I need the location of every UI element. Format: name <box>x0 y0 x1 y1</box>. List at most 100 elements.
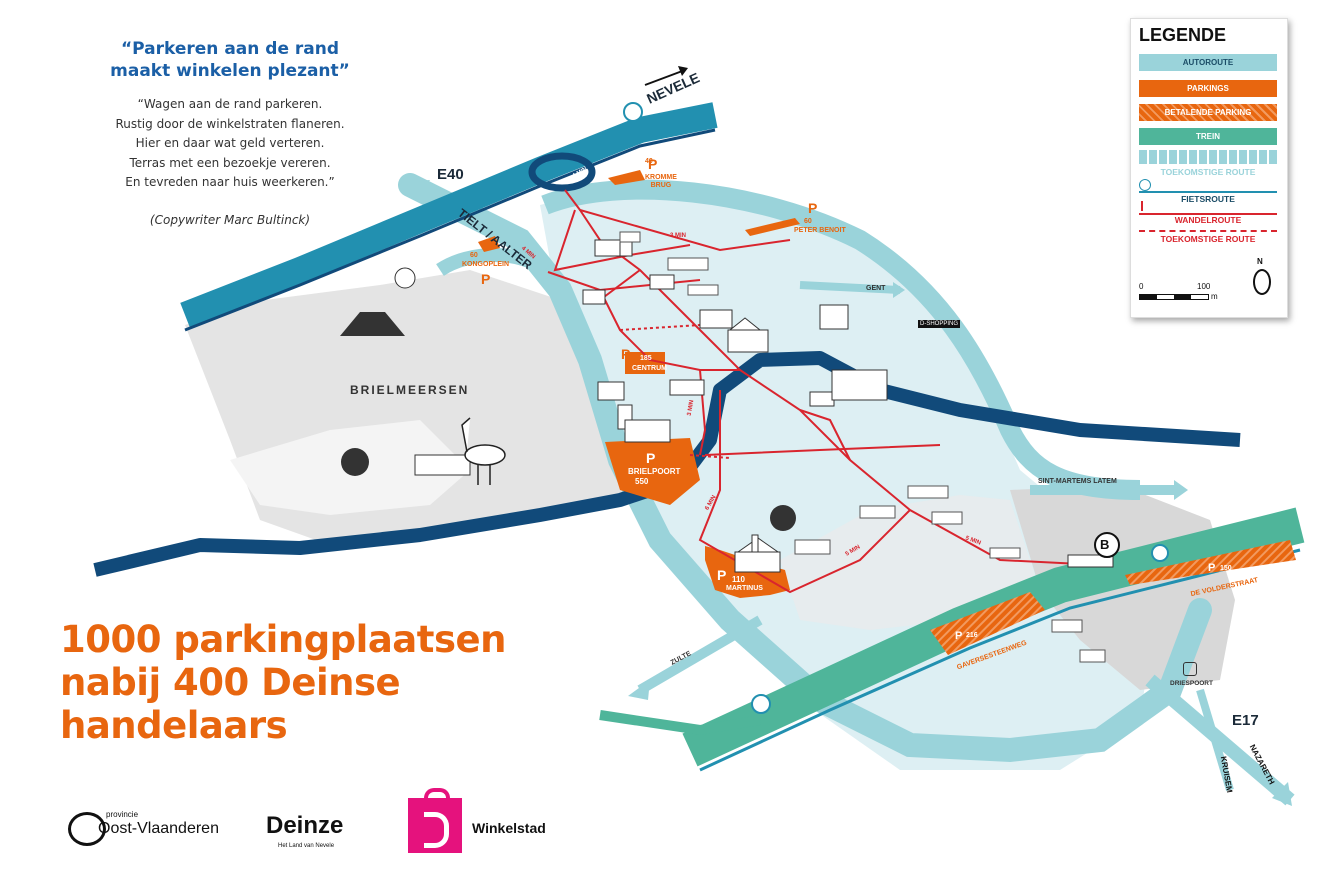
parking-brielpoort-shape <box>605 438 700 505</box>
road-kruisem <box>1196 688 1234 792</box>
quote-title: “Parkeren aan de rand maakt winkelen ple… <box>80 38 380 82</box>
compass-icon <box>1253 269 1271 295</box>
parking-peter-shape <box>745 218 800 236</box>
provincie-logo-text: Oost-Vlaanderen <box>98 820 219 837</box>
headline-line3: handelaars <box>60 704 288 747</box>
parking-symbol-peter: P <box>808 200 818 216</box>
provincie-label: provincie <box>106 810 139 819</box>
walker-icon <box>1141 201 1149 211</box>
parking-centrum-name: CENTRUM <box>632 365 667 372</box>
parking-kongo-name: KONGOPLEIN <box>462 261 510 268</box>
parking-symbol-martinus: P <box>717 567 727 583</box>
parking-kromme-shape <box>608 170 645 185</box>
poem: “Wagen aan de rand parkeren. Rustig door… <box>80 95 380 193</box>
road-zulte <box>637 615 763 695</box>
legend-future-road-bar <box>1139 150 1277 164</box>
bike-icon-nevele <box>623 102 643 122</box>
railway-edge <box>699 548 1301 772</box>
station-symbol: B <box>1100 537 1110 552</box>
road-gent <box>799 281 901 294</box>
driespoort-icon <box>1183 662 1197 676</box>
ring-road <box>398 173 1212 763</box>
future-route <box>619 324 701 331</box>
industrial-zone <box>780 495 1040 630</box>
parking-kromme-name: KROMME BRUG <box>645 174 677 189</box>
bike-icon-south <box>751 694 771 714</box>
parking-kongo-shape <box>478 236 500 252</box>
parking-martinus-name: MARTINUS <box>726 585 763 592</box>
bike-icon <box>1139 179 1151 191</box>
parking-brielpoort-count: 550 <box>635 477 649 486</box>
legend-cycle-line <box>1139 191 1277 193</box>
parking-symbol-kongo: P <box>481 271 491 287</box>
arrow-zulte <box>628 680 650 700</box>
stork-drawing <box>461 417 506 485</box>
deinze-logo-text: Deinze <box>266 812 344 839</box>
arrow-e17 <box>1272 782 1292 806</box>
scale-bar <box>1139 294 1209 300</box>
parking-devolder-shape <box>1125 540 1296 585</box>
label-gent: GENT <box>866 285 886 292</box>
tree-1 <box>341 448 369 476</box>
headline: 1000 parkingplaatsen nabij 400 Deinse ha… <box>60 618 580 747</box>
scale-unit: m <box>1211 292 1218 301</box>
arrow-gent <box>893 282 905 298</box>
quote-title-line1: “Parkeren aan de rand <box>120 39 340 59</box>
parking-martinus-count: 110 <box>732 575 745 584</box>
train-drawing <box>1067 554 1114 568</box>
parking-devolder-count: 150 <box>1220 565 1232 572</box>
parking-symbol-centrum: P <box>621 346 631 362</box>
label-brielmeersen: BRIELMEERSEN <box>350 383 470 397</box>
deinze-logo-subtext: Het Land van Nevele <box>278 843 335 849</box>
parking-gavers-count: 216 <box>966 632 978 639</box>
bike-icon-east <box>1151 544 1169 562</box>
label-sint-martens: SINT-MARTEMS LATEM <box>1038 478 1117 485</box>
legend-title: LEGENDE <box>1139 25 1227 45</box>
legend-future-walk-line <box>1139 230 1277 232</box>
nevele-arrow <box>644 69 686 86</box>
legend-fietsroute: FIETSROUTE <box>1181 194 1235 204</box>
sports-icon <box>394 267 416 289</box>
parking-kromme-count: 40 <box>645 158 653 165</box>
runner-drawing <box>340 312 405 336</box>
row-houses <box>619 231 1106 663</box>
river-leie <box>93 351 1241 577</box>
legend-toekomstige-route-2: TOEKOMSTIGE ROUTE <box>1160 234 1256 244</box>
winkelstad-bag-icon <box>408 788 462 853</box>
parking-symbol-brielpoort: P <box>646 450 656 466</box>
legend-trein: TREIN <box>1139 128 1277 145</box>
label-e40: E40 <box>437 166 464 183</box>
poem-line: “Wagen aan de rand parkeren. <box>137 97 323 111</box>
headline-line1: 1000 parkingplaatsen <box>60 618 506 661</box>
label-driespoort: DRIESPOORT <box>1170 680 1213 687</box>
label-d-shopping: D-SHOPPING <box>918 320 961 328</box>
parking-kongo-count: 60 <box>470 252 478 259</box>
parking-symbol-gavers: P <box>955 630 963 642</box>
legend: LEGENDE AUTOROUTE PARKINGS BETALENDE PAR… <box>1130 18 1288 318</box>
station-circle <box>1094 532 1120 558</box>
railway-zulte-branch <box>599 710 761 736</box>
road-e17 <box>1145 674 1295 806</box>
parking-brielpoort-name: BRIELPOORT <box>628 467 681 476</box>
legend-parkings: PARKINGS <box>1139 80 1277 97</box>
legend-toekomstige-route: TOEKOMSTIGE ROUTE <box>1160 167 1256 177</box>
parking-symbol-kromme: P <box>648 156 658 172</box>
building-sketches <box>414 231 888 573</box>
headline-line2: nabij 400 Deinse <box>60 661 401 704</box>
bag-d-mark-icon <box>424 812 449 848</box>
scale-start: 0 <box>1139 282 1144 291</box>
nevele-arrowhead <box>678 66 688 76</box>
poem-line: Terras met een bezoekje vereren. <box>129 155 331 170</box>
parking-gaversesteenweg-shape <box>930 592 1045 655</box>
legend-walk-line <box>1139 213 1277 215</box>
poem-line: Rustig door de winkelstraten flaneren. <box>115 116 345 131</box>
kromme-brug-loop <box>528 152 596 192</box>
parking-symbol-devolder: P <box>1208 562 1216 574</box>
provincie-logo-icon <box>68 812 106 846</box>
ring-road-north <box>541 179 1141 500</box>
legend-betalende: BETALENDE PARKING <box>1139 104 1277 121</box>
canal-edge <box>184 128 716 332</box>
north-label: N <box>1257 257 1263 266</box>
bag-handle-icon <box>424 788 450 806</box>
tree-2 <box>770 505 796 531</box>
